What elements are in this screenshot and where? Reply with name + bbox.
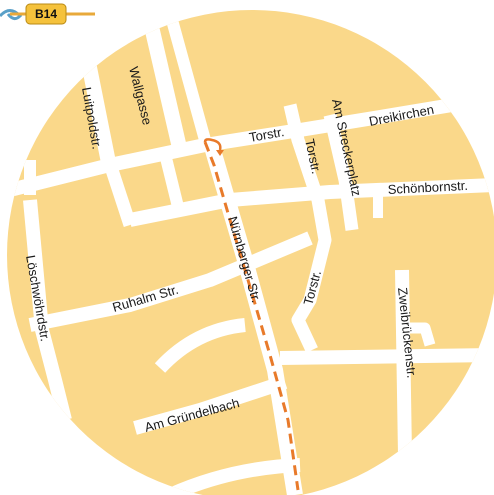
road-wallgasse <box>142 18 188 152</box>
road-am-gruendelbach <box>133 375 288 435</box>
highway-badge <box>25 3 67 25</box>
road-torstr-ns <box>283 103 332 353</box>
highway-badge-label: B14 <box>35 7 57 21</box>
route-arrow-icon <box>216 150 224 156</box>
label-schoenbornstr: Schönbornstr. <box>387 178 468 197</box>
road-ruhalm-str <box>28 231 313 332</box>
road-am-streckerplatz <box>323 113 359 231</box>
highway-b14: B14 <box>0 3 95 25</box>
route-line <box>203 141 300 491</box>
road-north-lane <box>166 18 211 142</box>
road-zweibrueckenstr <box>395 269 412 456</box>
road-block-west <box>105 167 137 228</box>
road-loop-east <box>402 322 436 347</box>
highway-blue-line <box>0 9 23 21</box>
road-lower-connector <box>279 348 494 365</box>
road-loeschwoehrdstr <box>23 199 72 422</box>
road-block-mid <box>160 156 186 217</box>
road-torstr-dreikirchen <box>8 91 494 197</box>
label-torstr-1: Torstr. <box>248 124 285 145</box>
route-start-hook <box>203 138 222 151</box>
road-curve-bottom <box>167 458 301 495</box>
road-network <box>8 18 494 495</box>
road-curve-lower <box>154 318 246 373</box>
label-torstr-2: Torstr. <box>302 138 324 176</box>
